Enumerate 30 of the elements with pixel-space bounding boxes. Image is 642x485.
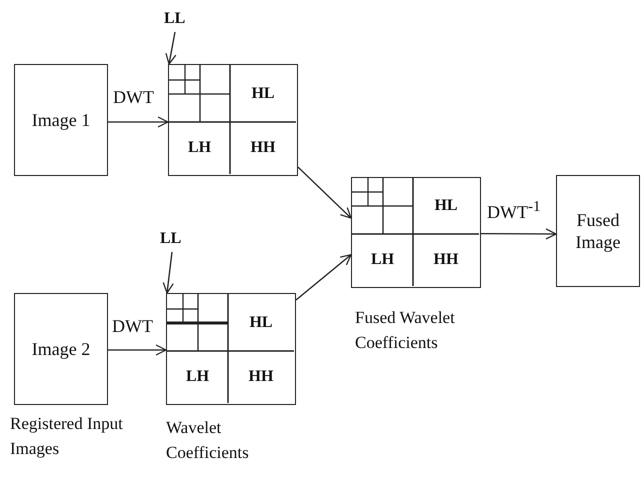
subband-label: LH xyxy=(186,138,212,158)
arrow xyxy=(162,252,174,294)
arrow xyxy=(108,116,169,128)
caption: Fused Wavelet Coefficients xyxy=(355,307,456,354)
subband-label: LH xyxy=(184,367,210,387)
arrow xyxy=(296,254,352,300)
subband-label: LL xyxy=(160,230,184,252)
arrow xyxy=(108,344,167,356)
caption: Registered Input Images xyxy=(10,413,124,460)
subband-label: HH xyxy=(432,250,460,270)
arrow xyxy=(298,166,352,219)
subband-label: HL xyxy=(248,312,274,332)
arrow xyxy=(481,228,557,240)
box-label: Fused Image xyxy=(574,208,622,254)
subband-label: LL xyxy=(164,10,188,32)
subband-label: HL xyxy=(250,84,276,104)
image-box xyxy=(14,293,108,405)
edge-label: DWT$^{-1}$ xyxy=(487,200,540,221)
subband-label: HH xyxy=(250,138,276,158)
box-label: Image 2 xyxy=(32,338,90,360)
edge-label: DWT xyxy=(112,317,153,335)
subband-label: HL xyxy=(433,196,459,216)
box-label: Image 1 xyxy=(32,108,90,132)
arrow xyxy=(165,32,176,65)
subband-label: HH xyxy=(248,367,274,387)
image-box xyxy=(14,64,108,176)
subband-label: LH xyxy=(370,250,396,270)
edge-label: DWT xyxy=(113,88,154,106)
caption: Wavelet Coefficients xyxy=(166,417,250,464)
image-box xyxy=(556,175,640,287)
